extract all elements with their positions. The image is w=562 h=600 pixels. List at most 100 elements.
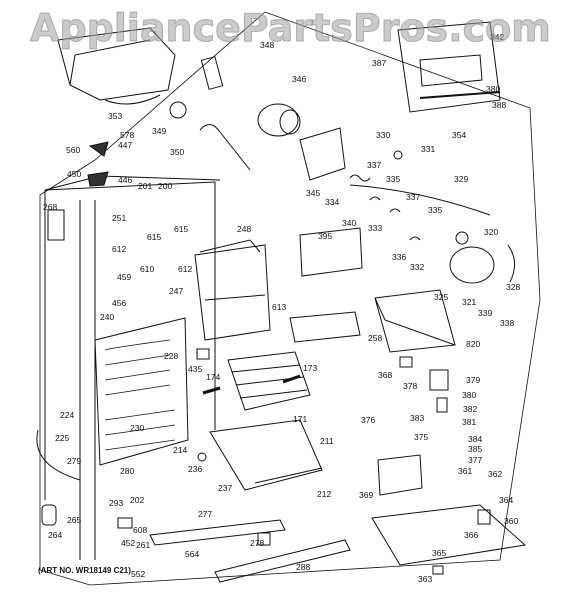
callout: 320 (484, 227, 498, 237)
part-268 (47, 209, 65, 241)
callout: 173 (303, 363, 317, 373)
callout: 350 (170, 147, 184, 157)
callout: 325 (434, 292, 448, 302)
callout: 337 (367, 160, 381, 170)
callout: 365 (432, 548, 446, 558)
callout: 820 (466, 339, 480, 349)
bracket-348 (200, 56, 224, 90)
callout: 330 (376, 130, 390, 140)
valve-382 (436, 397, 448, 413)
callout: 578 (120, 130, 134, 140)
bracket-277 (149, 519, 286, 546)
callout: 459 (117, 272, 131, 282)
auger-motor (257, 103, 299, 137)
callout: 332 (410, 262, 424, 272)
auger-shaft (199, 124, 251, 171)
callout: 247 (169, 286, 183, 296)
callout: 228 (164, 351, 178, 361)
callout: 385 (468, 444, 482, 454)
callout: 214 (173, 445, 187, 455)
callout: 363 (418, 574, 432, 584)
callout: 202 (130, 495, 144, 505)
auger-motor-face (279, 109, 301, 135)
callout: 395 (318, 231, 332, 241)
callout-labels: 348 346 387 388 380 342 353 578 447 349 … (43, 32, 520, 584)
callout: 335 (386, 174, 400, 184)
callout: 279 (67, 456, 81, 466)
callout: 452 (121, 538, 135, 548)
callout: 384 (468, 434, 482, 444)
callout: 339 (478, 308, 492, 318)
callout: 360 (504, 516, 518, 526)
part-368 (399, 356, 413, 368)
relay-377 (429, 369, 449, 391)
part-174 (202, 386, 221, 395)
evaporator-panel (94, 317, 189, 466)
callout: 321 (462, 297, 476, 307)
callout: 362 (488, 469, 502, 479)
callout: 366 (464, 530, 478, 540)
callout: 378 (403, 381, 417, 391)
callout: 446 (118, 175, 132, 185)
callout: 615 (174, 224, 188, 234)
callout: 354 (452, 130, 466, 140)
callout: 450 (67, 169, 81, 179)
callout: 278 (250, 538, 264, 548)
callout: 338 (500, 318, 514, 328)
spring-cluster (349, 174, 421, 241)
callout: 346 (292, 74, 306, 84)
callout: 335 (428, 205, 442, 215)
callout: 277 (198, 509, 212, 519)
callout: 610 (140, 264, 154, 274)
mounting-plate-345 (299, 127, 346, 181)
callout: 368 (378, 370, 392, 380)
callout: 230 (130, 423, 144, 433)
callout: 328 (506, 282, 520, 292)
part-278 (257, 532, 271, 546)
callout: 348 (260, 40, 274, 50)
callout: 329 (454, 174, 468, 184)
duct-248 (199, 239, 261, 253)
evaporator-coils (104, 339, 176, 451)
callout: 342 (490, 32, 504, 42)
gear-349 (169, 101, 187, 119)
callout: 435 (188, 364, 202, 374)
ice-bucket (57, 27, 176, 101)
callout: 334 (325, 197, 339, 207)
callout: 361 (458, 466, 472, 476)
callout: 608 (133, 525, 147, 535)
cabinet-outline (39, 11, 541, 586)
callout: 380 (486, 84, 500, 94)
ice-tray-cover-258 (289, 311, 361, 343)
icemaker-820 (374, 289, 456, 353)
callout: 376 (361, 415, 375, 425)
callout: 380 (462, 390, 476, 400)
callout: 456 (112, 298, 126, 308)
shelf-395 (299, 227, 363, 277)
callout: 613 (272, 302, 286, 312)
callout: 201 (138, 181, 152, 191)
callout: 349 (152, 126, 166, 136)
callout: 382 (463, 404, 477, 414)
blade-328 (507, 244, 515, 283)
callout: 353 (108, 111, 122, 121)
callout: 200 (158, 181, 172, 191)
callout: 337 (406, 192, 420, 202)
callout: 564 (185, 549, 199, 559)
part-236 (197, 452, 207, 462)
callout: 364 (499, 495, 513, 505)
callout: 333 (368, 223, 382, 233)
part-265 (41, 504, 57, 526)
part-608 (117, 517, 133, 529)
callout: 560 (66, 145, 80, 155)
callout: 265 (67, 515, 81, 525)
control-box-369 (377, 454, 423, 496)
callout: 224 (60, 410, 74, 420)
callout: 383 (410, 413, 424, 423)
callout: 236 (188, 464, 202, 474)
callout: 340 (342, 218, 356, 228)
callout: 331 (421, 144, 435, 154)
callout: 171 (293, 414, 307, 424)
callout: 612 (178, 264, 192, 274)
